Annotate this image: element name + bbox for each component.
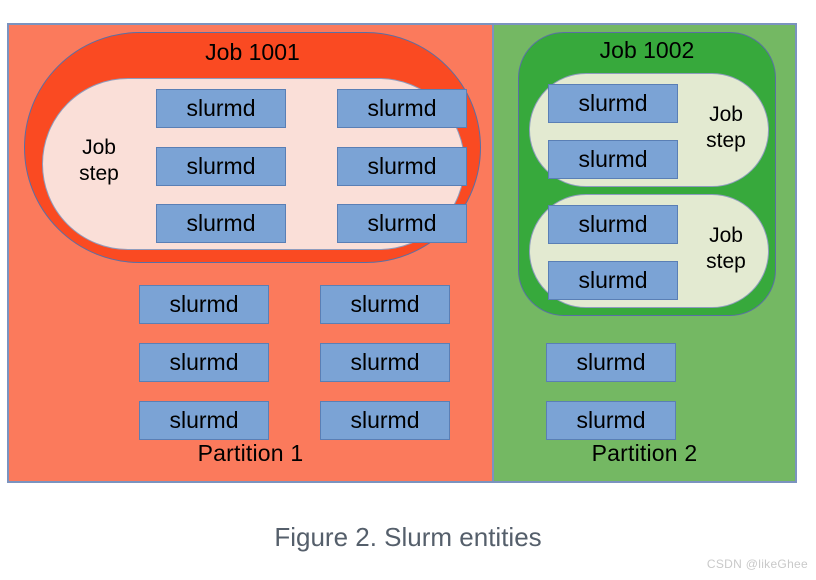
slurmd-node[interactable]: slurmd: [337, 147, 467, 186]
slurmd-node[interactable]: slurmd: [337, 89, 467, 128]
slurmd-node[interactable]: slurmd: [320, 285, 450, 324]
slurmd-node[interactable]: slurmd: [548, 140, 678, 179]
figure-caption: Figure 2. Slurm entities: [274, 522, 542, 552]
slurmd-node[interactable]: slurmd: [139, 285, 269, 324]
job-1001-container: Job 1001 Job step slurmd slurmd slurmd s…: [24, 32, 481, 263]
slurmd-node[interactable]: slurmd: [546, 401, 676, 440]
job-1002-step-2: Job step slurmd slurmd: [529, 194, 769, 308]
slurmd-node[interactable]: slurmd: [156, 204, 286, 243]
slurmd-node[interactable]: slurmd: [337, 204, 467, 243]
job-1002-title: Job 1002: [599, 37, 695, 63]
partition-2: Job 1002 Job step slurmd slurmd Job step…: [492, 25, 795, 481]
slurmd-node[interactable]: slurmd: [139, 401, 269, 440]
partition-1-label: Partition 1: [197, 440, 304, 466]
job-1002-step-1: Job step slurmd slurmd: [529, 73, 769, 187]
slurmd-node[interactable]: slurmd: [156, 147, 286, 186]
job-1002-container: Job 1002 Job step slurmd slurmd Job step…: [518, 32, 776, 316]
slurmd-node[interactable]: slurmd: [320, 343, 450, 382]
job-step-label: Job step: [706, 224, 746, 273]
slurmd-node[interactable]: slurmd: [156, 89, 286, 128]
watermark: CSDN @likeGhee: [706, 557, 808, 571]
slurmd-node[interactable]: slurmd: [548, 261, 678, 300]
partition-2-label: Partition 2: [591, 440, 698, 466]
partition-1: Job 1001 Job step slurmd slurmd slurmd s…: [9, 25, 492, 481]
job-1001-title: Job 1001: [205, 39, 300, 65]
job-step-label: Job step: [706, 103, 746, 152]
job-step-label: Job step: [79, 136, 119, 185]
slurmd-node[interactable]: slurmd: [139, 343, 269, 382]
slurmd-node[interactable]: slurmd: [546, 343, 676, 382]
slurmd-node[interactable]: slurmd: [548, 205, 678, 244]
job-1001-step-1: Job step slurmd slurmd slurmd slurmd slu…: [42, 78, 467, 250]
slurmd-node[interactable]: slurmd: [548, 84, 678, 123]
slurmd-node[interactable]: slurmd: [320, 401, 450, 440]
diagram-frame: Job 1001 Job step slurmd slurmd slurmd s…: [7, 23, 797, 483]
